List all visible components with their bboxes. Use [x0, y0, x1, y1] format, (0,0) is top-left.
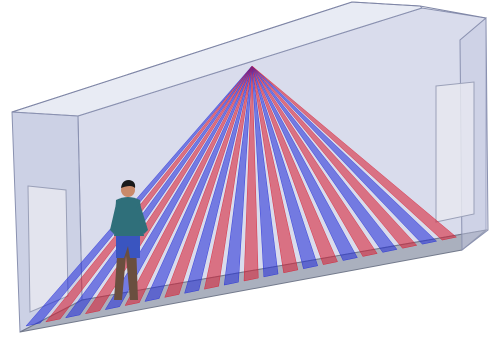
sensor-beam-fan: [25, 65, 458, 327]
beam-10: [204, 65, 253, 290]
beam-19: [251, 65, 398, 253]
beam-15: [251, 65, 319, 270]
beam-5: [104, 65, 253, 310]
beam-7: [144, 65, 253, 302]
beam-2: [45, 65, 253, 323]
beam-3: [65, 65, 253, 319]
beam-16: [251, 65, 338, 265]
person-shirt: [114, 197, 144, 236]
beam-18: [251, 65, 378, 257]
beam-14: [251, 65, 299, 274]
beam-13: [251, 65, 279, 278]
right-door: [435, 81, 475, 223]
beam-6: [124, 65, 253, 306]
beam-1: [25, 65, 253, 327]
beam-20: [251, 65, 418, 249]
person-pants: [116, 234, 140, 258]
beam-8: [164, 65, 253, 298]
beam-22: [251, 65, 458, 241]
person-right-arm: [136, 204, 148, 234]
beam-9: [184, 65, 253, 294]
human-figure: [110, 180, 148, 300]
beam-12: [243, 65, 259, 282]
person-left-arm: [110, 204, 120, 234]
room-front-edge: [11, 1, 487, 113]
beam-17: [251, 65, 358, 261]
beam-11: [223, 65, 253, 286]
person-hair: [121, 180, 136, 188]
beam-21: [251, 65, 438, 245]
